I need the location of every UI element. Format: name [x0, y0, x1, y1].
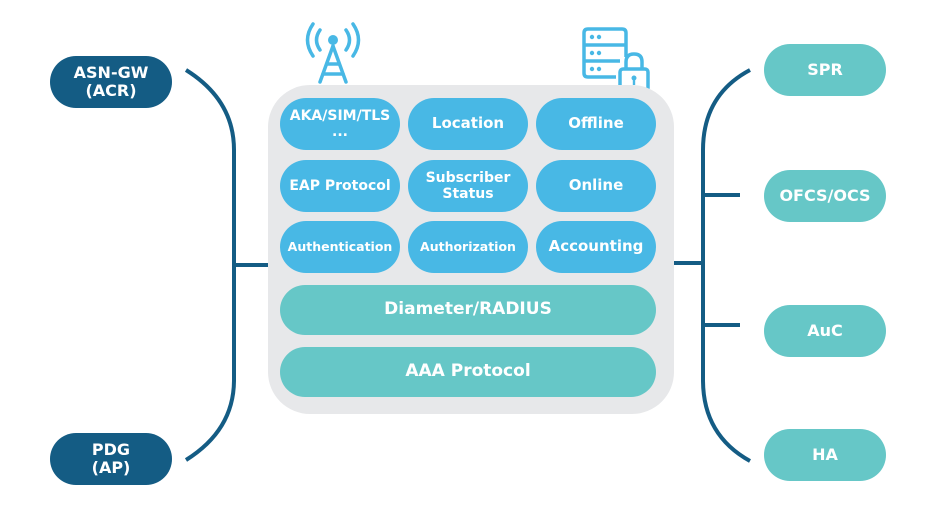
function-pill-online[interactable]: Online — [536, 160, 656, 212]
right-bracket-line — [701, 68, 751, 463]
client-node-asn-gw[interactable]: ASN-GW(ACR) — [50, 56, 172, 108]
node-sublabel: (ACR) — [85, 81, 137, 100]
pill-label: EAP Protocol — [289, 177, 391, 194]
server-node-ha[interactable]: HA — [764, 429, 886, 481]
pill-label: Offline — [568, 114, 624, 133]
server-node-spr[interactable]: SPR — [764, 44, 886, 96]
function-pill-accounting[interactable]: Accounting — [536, 221, 656, 273]
node-label: ASN-GW — [73, 62, 149, 82]
pill-label: Authorization — [420, 238, 516, 254]
node-sublabel: (AP) — [91, 458, 131, 477]
function-pill-eap-protocol[interactable]: EAP Protocol — [280, 160, 400, 212]
node-label: PDG — [91, 439, 131, 459]
pill-label: Online — [568, 176, 624, 195]
protocol-bar-aaa-protocol[interactable]: AAA Protocol — [280, 347, 656, 397]
function-pill-offline[interactable]: Offline — [536, 98, 656, 150]
bar-label: AAA Protocol — [405, 361, 531, 382]
pill-label: Subscriber — [425, 169, 511, 186]
protocol-bar-diameter-radius[interactable]: Diameter/RADIUS — [280, 285, 656, 335]
function-pill-authentication[interactable]: Authentication — [280, 221, 400, 273]
server-node-auc[interactable]: AuC — [764, 305, 886, 357]
node-label: SPR — [807, 59, 843, 79]
server-node-ofcs-ocs[interactable]: OFCS/OCS — [764, 170, 886, 222]
function-pill-location[interactable]: Location — [408, 98, 528, 150]
pill-label: Location — [431, 114, 505, 133]
bar-label: Diameter/RADIUS — [384, 299, 552, 320]
function-pill-authorization[interactable]: Authorization — [408, 221, 528, 273]
node-label: AuC — [807, 320, 843, 340]
pill-label-line2: Status — [442, 186, 494, 202]
pill-label-ellipsis: ... — [332, 124, 348, 140]
pill-label: AKA/SIM/TLS — [289, 107, 391, 124]
node-label: HA — [812, 444, 838, 464]
node-label: OFCS/OCS — [779, 185, 871, 205]
client-node-pdg[interactable]: PDG(AP) — [50, 433, 172, 485]
antenna-tower-icon — [305, 22, 361, 84]
left-bracket-line — [184, 68, 236, 462]
pill-label: Accounting — [548, 237, 644, 256]
pill-label: Authentication — [287, 238, 393, 254]
function-pill-aka-sim-tls[interactable]: AKA/SIM/TLS... — [280, 98, 400, 150]
